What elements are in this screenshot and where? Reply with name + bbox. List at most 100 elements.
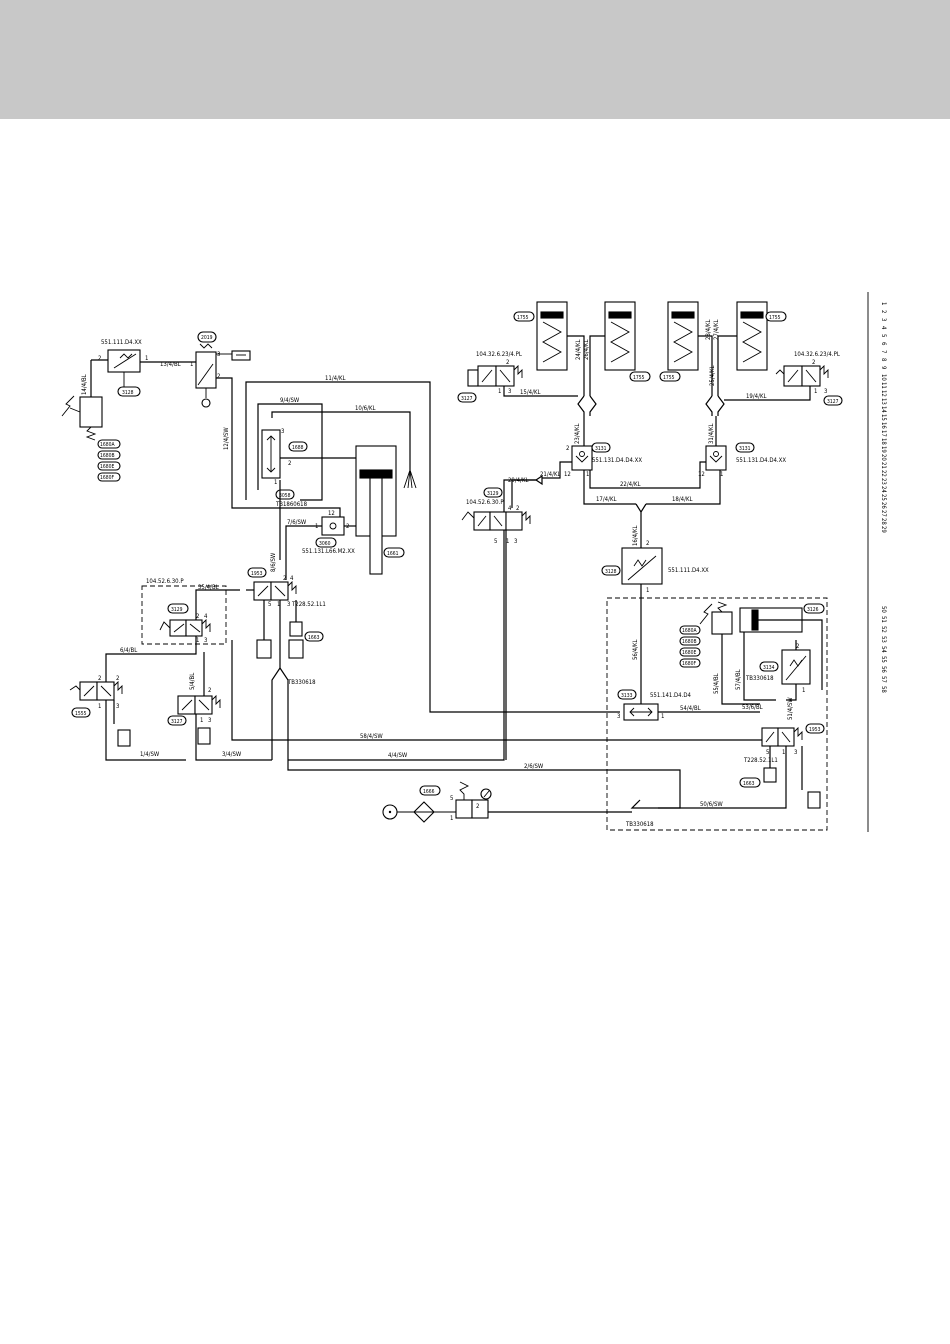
svg-text:TB1860618: TB1860618 — [275, 501, 308, 508]
svg-text:3: 3 — [508, 388, 511, 395]
line-label-50: 50/6/SW — [700, 801, 723, 808]
svg-text:2: 2 — [196, 613, 199, 620]
line-label-53: 53/6/BL — [742, 704, 763, 711]
svg-text:22: 22 — [880, 470, 887, 477]
relief-3128-right: 2 1 3128 551.111.D4.XX — [601, 540, 709, 594]
svg-text:1661: 1661 — [387, 551, 399, 557]
svg-text:3: 3 — [617, 713, 620, 720]
relief-valve-3128-left: 2 1 551.111.D4.XX 3128 — [91, 339, 148, 397]
line-label-5: 5/4/BL — [189, 673, 196, 690]
svg-text:3: 3 — [287, 601, 290, 608]
svg-text:29: 29 — [880, 526, 887, 533]
line-label-21: 21/4/KL — [540, 471, 560, 478]
valve-1953-left: 1953 2 4 5 1 3 T228.52.1L1 — [247, 567, 326, 608]
svg-text:3131: 3131 — [595, 446, 607, 452]
line-label-4: 4/4/SW — [388, 752, 408, 759]
svg-text:2: 2 — [880, 310, 887, 313]
line-label-14: 14/4/BL — [81, 374, 88, 395]
svg-text:T228.52.1L1: T228.52.1L1 — [291, 601, 326, 608]
svg-text:1755: 1755 — [517, 315, 529, 321]
valve-3129-right: 3129 104.52.6.30.P 4 2 5 1 3 — [461, 487, 531, 545]
spring-1755-c: 1755 — [659, 301, 699, 382]
svg-text:21: 21 — [880, 462, 887, 469]
line-label-11: 11/4/KL — [325, 375, 345, 382]
svg-text:26: 26 — [880, 502, 887, 509]
svg-text:1: 1 — [98, 703, 101, 710]
svg-text:50: 50 — [880, 606, 887, 613]
svg-text:11: 11 — [880, 382, 887, 389]
svg-text:1: 1 — [450, 815, 453, 822]
tee-bottom: TB330618 — [625, 821, 654, 828]
line-label-7: 7/6/SW — [287, 519, 307, 526]
svg-text:1: 1 — [274, 479, 277, 486]
svg-text:2: 2 — [217, 373, 220, 380]
svg-text:2: 2 — [98, 355, 101, 362]
line-label-23: 23/4/KL — [574, 424, 581, 444]
svg-text:1680B: 1680B — [682, 639, 697, 645]
svg-text:18: 18 — [880, 438, 887, 445]
svg-text:T228.52.1L1: T228.52.1L1 — [743, 757, 778, 764]
svg-text:57: 57 — [880, 676, 887, 683]
svg-text:3129: 3129 — [171, 607, 183, 613]
cylinder-3126: 3126 — [739, 603, 825, 633]
valve-3127-left: 2 1 3 3127 — [167, 687, 221, 745]
line-label-27: 27/4/KL — [713, 320, 720, 340]
valve-3127-right-a: 104.32.6.23/4.PL 2 1 3 3127 — [457, 351, 523, 403]
tag-1680E: 1680E — [679, 647, 701, 657]
svg-text:53: 53 — [880, 636, 887, 643]
svg-text:23: 23 — [880, 478, 887, 485]
line-label-8: 8/6/SW — [270, 552, 277, 572]
svg-text:7: 7 — [880, 350, 887, 353]
tag-1680F: 1680F — [679, 658, 701, 668]
svg-text:56: 56 — [880, 666, 887, 673]
cylinder-1661: 1661 — [355, 445, 405, 575]
svg-text:4: 4 — [880, 326, 887, 330]
svg-text:TB330618: TB330618 — [745, 675, 774, 682]
svg-text:12: 12 — [698, 471, 705, 478]
svg-text:1663: 1663 — [308, 635, 320, 641]
svg-text:1: 1 — [586, 471, 589, 478]
legend-bottom: 50 51 52 53 54 55 56 57 58 — [880, 606, 887, 693]
line-label-26: 26/4/KL — [583, 340, 590, 360]
valve-3058: 3 2 1 1688 3058 TB1860618 — [261, 428, 308, 508]
svg-text:1: 1 — [661, 713, 664, 720]
line-label-2: 2/6/SW — [524, 763, 544, 770]
svg-text:1755: 1755 — [663, 375, 675, 381]
svg-text:20: 20 — [880, 454, 887, 461]
svg-text:54: 54 — [880, 646, 887, 653]
svg-text:2: 2 — [283, 575, 286, 582]
tag-1680F: 1680F — [97, 472, 121, 482]
foot-valve-2019: 2019 3 1 2 — [190, 331, 251, 408]
check-valve-3131-b: 1 12 3131 551.131.D4.D4.XX — [698, 442, 786, 478]
svg-text:2: 2 — [208, 687, 211, 694]
svg-text:1680A: 1680A — [682, 628, 697, 634]
svg-text:16: 16 — [880, 422, 887, 429]
pressure-switch-right: 1680A 1680B 1680E 1680F — [679, 601, 733, 668]
svg-text:551.111.D4.XX: 551.111.D4.XX — [668, 567, 709, 574]
svg-text:1680F: 1680F — [100, 475, 114, 481]
line-label-12: 12/4/SW — [223, 427, 230, 450]
svg-text:1555: 1555 — [75, 711, 87, 717]
svg-text:24: 24 — [880, 486, 887, 493]
svg-text:1680F: 1680F — [682, 661, 696, 667]
svg-text:8: 8 — [880, 358, 887, 362]
svg-text:1: 1 — [190, 361, 193, 368]
svg-text:1663: 1663 — [743, 781, 755, 787]
svg-text:2: 2 — [116, 675, 119, 682]
svg-text:1: 1 — [200, 717, 203, 724]
svg-text:1: 1 — [814, 388, 817, 395]
svg-text:1688: 1688 — [292, 445, 304, 451]
svg-text:4: 4 — [290, 575, 294, 582]
svg-text:58: 58 — [880, 686, 887, 693]
svg-text:1: 1 — [498, 388, 501, 395]
valve-3127-right-b: 104.32.6.23/4.PL 2 1 3 3127 — [775, 351, 843, 406]
check-valve-3131-a: 2 1 12 3131 551.131.D4.D4.XX — [564, 442, 642, 478]
svg-text:12: 12 — [880, 390, 887, 397]
relief-3134: 2 1 3134 TB330618 — [745, 643, 811, 694]
svg-text:2: 2 — [566, 445, 569, 452]
svg-text:2: 2 — [796, 643, 799, 650]
svg-text:55: 55 — [880, 656, 887, 663]
line-label-16: 16/4/KL — [632, 526, 639, 546]
svg-text:3: 3 — [116, 703, 119, 710]
